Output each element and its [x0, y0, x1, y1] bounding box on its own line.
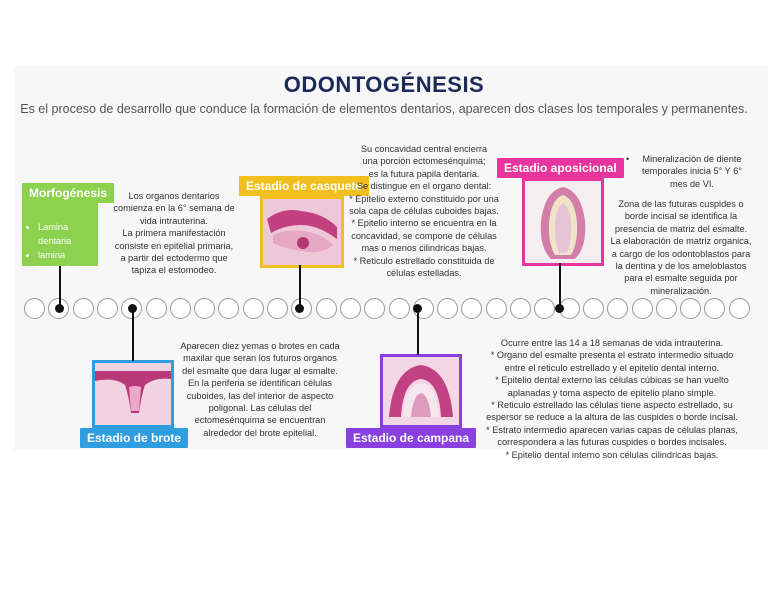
- campana-label: Estadio de campana: [346, 428, 477, 448]
- timeline-circle: [704, 298, 726, 319]
- aposicional-bullet: •Mineralización de diente temporales ini…: [626, 154, 742, 189]
- brote-label: Estadio de brote: [80, 428, 189, 448]
- timeline-circle: [485, 298, 507, 319]
- timeline-circle: [145, 298, 167, 319]
- morfogenesis-label: Morfogénesis: [22, 183, 115, 203]
- tissue-image-icon: [263, 199, 341, 265]
- timeline-circle: [96, 298, 118, 319]
- campana-micrograph: [380, 354, 462, 428]
- casquete-micrograph: [260, 196, 344, 268]
- brote-connector: [132, 309, 134, 361]
- timeline-circle: [655, 298, 677, 319]
- tissue-image-icon: [525, 181, 601, 263]
- timeline-circle: [267, 298, 288, 319]
- timeline-circle: [631, 298, 653, 319]
- list-item: lamina vestibular: [38, 248, 98, 276]
- timeline-circle: [510, 298, 531, 319]
- morfogenesis-connector: [59, 266, 61, 310]
- timeline-circle: [315, 298, 337, 319]
- page-subtitle: Es el proceso de desarrollo que conduce …: [20, 102, 748, 116]
- timeline-circle: [169, 298, 191, 319]
- timeline-marker: [128, 304, 137, 313]
- timeline-circle: [728, 298, 750, 319]
- timeline-circle: [534, 298, 556, 319]
- timeline-circle: [24, 298, 45, 319]
- aposicional-label: Estadio aposicional: [497, 158, 624, 178]
- casquete-label: Estadio de casquete: [239, 176, 370, 196]
- timeline-circle: [582, 298, 604, 319]
- timeline-circle: [680, 298, 702, 319]
- tissue-image-icon: [95, 363, 171, 425]
- brote-micrograph: [92, 360, 174, 428]
- timeline-circle: [607, 298, 629, 319]
- timeline-circle: [194, 298, 216, 319]
- timeline-circle: [242, 298, 264, 319]
- timeline-circle: [364, 298, 386, 319]
- aposicional-connector: [559, 263, 561, 309]
- timeline-circle: [461, 298, 483, 319]
- timeline-marker: [413, 304, 422, 313]
- list-item: Lamina dentaria: [38, 220, 98, 248]
- casquete-connector: [299, 265, 301, 309]
- page-title: ODONTOGÉNESIS: [283, 72, 485, 97]
- timeline-circle: [339, 298, 361, 319]
- timeline-marker: [555, 304, 564, 313]
- campana-text: Ocurre entre las 14 a 18 semanas de vida…: [486, 338, 738, 460]
- timeline-circle: [72, 298, 94, 319]
- aposicional-micrograph: [522, 178, 604, 266]
- tissue-image-icon: [383, 357, 459, 425]
- morfogenesis-list: Lamina dentaria lamina vestibular: [26, 220, 98, 276]
- timeline-circle: [437, 298, 459, 319]
- morfogenesis-card: Lamina dentaria lamina vestibular: [22, 196, 98, 274]
- timeline-marker: [295, 304, 304, 313]
- timeline-circle: [218, 298, 240, 319]
- campana-connector: [417, 309, 419, 355]
- timeline-circle: [388, 298, 410, 319]
- timeline-marker: [55, 304, 64, 313]
